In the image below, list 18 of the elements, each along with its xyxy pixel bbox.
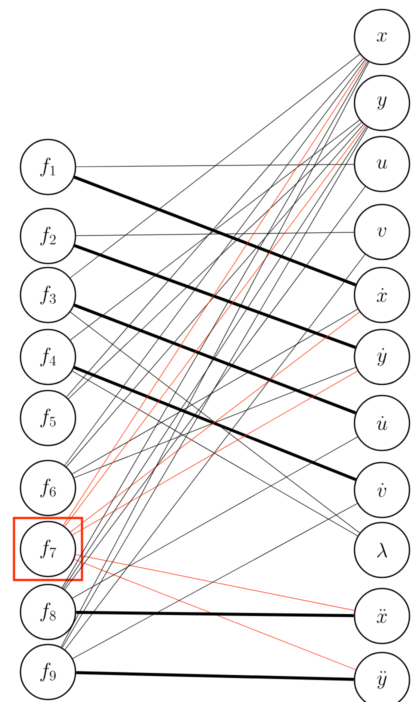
connector-line xyxy=(76,671,354,681)
connector-line xyxy=(66,58,364,398)
connector-line xyxy=(64,254,366,650)
connector-line xyxy=(74,244,356,349)
connector-line xyxy=(74,176,356,286)
connector-line xyxy=(72,308,358,474)
connector-line xyxy=(72,436,358,598)
connector-line xyxy=(72,503,358,659)
connector-line xyxy=(76,232,354,236)
connector-line xyxy=(74,304,356,414)
connector-line xyxy=(70,120,360,340)
connector-line xyxy=(74,558,356,670)
connector-line xyxy=(68,122,362,399)
connector-line xyxy=(76,610,354,618)
connector-line xyxy=(76,164,354,168)
connector-line xyxy=(70,54,360,278)
connector-line xyxy=(75,554,355,611)
connector-line xyxy=(66,124,364,468)
